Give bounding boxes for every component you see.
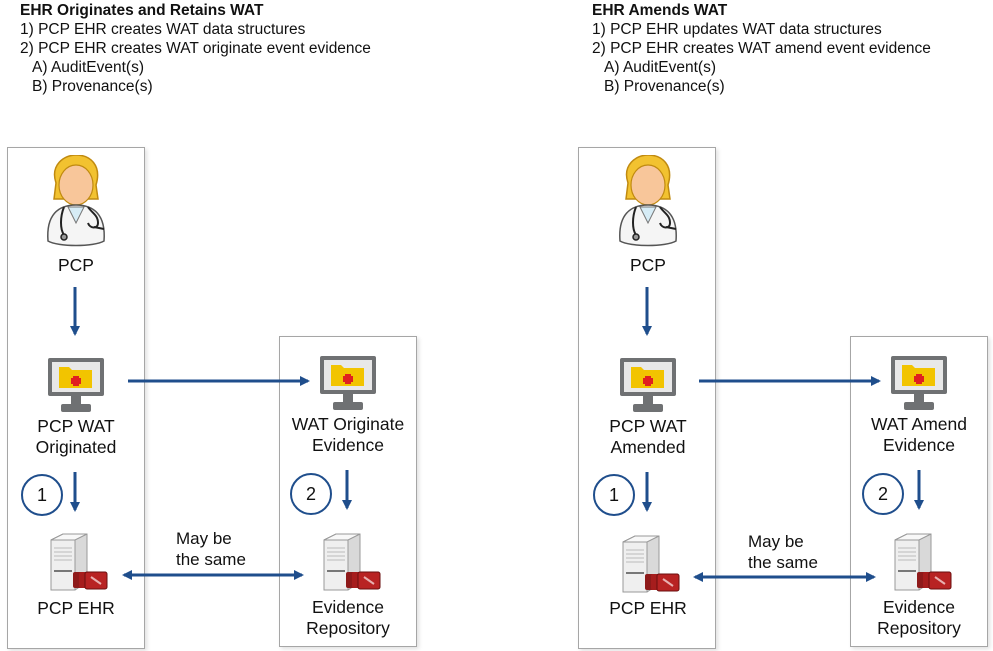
left-step-2: 2) PCP EHR creates WAT originate event e… [20, 40, 371, 57]
server-records-icon [323, 533, 381, 591]
right-repo-label-line1: Evidence [883, 597, 955, 617]
left-wat-label-line1: PCP WAT [37, 416, 115, 436]
right-wat-label: PCP WAT Amended [578, 416, 718, 458]
right-substep-a: A) AuditEvent(s) [604, 59, 716, 76]
left-actor-label: PCP [58, 255, 94, 275]
right-step-2: 2) PCP EHR creates WAT amend event evide… [592, 40, 931, 57]
left-description: EHR Originates and Retains WAT 1) PCP EH… [20, 1, 371, 96]
left-wat-label: PCP WAT Originated [6, 416, 146, 458]
left-same-note: May be the same [176, 528, 246, 570]
left-same-note-line1: May be [176, 529, 232, 548]
left-repo-label-line1: Evidence [312, 597, 384, 617]
right-same-note-line1: May be [748, 532, 804, 551]
left-evidence-label-line1: WAT Originate [291, 414, 405, 434]
monitor-folder-icon [620, 358, 676, 412]
right-evidence-label-line2: Evidence [883, 435, 955, 455]
server-records-icon [622, 535, 680, 593]
server-records-icon [50, 533, 108, 591]
right-wat-label-line1: PCP WAT [609, 416, 687, 436]
server-records-icon [894, 533, 952, 591]
left-evidence-label-line2: Evidence [312, 435, 384, 455]
monitor-folder-icon [320, 356, 376, 410]
right-evidence-label: WAT Amend Evidence [850, 414, 988, 456]
right-same-note-line2: the same [748, 553, 818, 572]
right-repo-label-line2: Repository [877, 618, 961, 638]
right-repo-label: Evidence Repository [850, 597, 988, 639]
monitor-folder-icon [48, 358, 104, 412]
left-substep-b: B) Provenance(s) [32, 78, 153, 95]
left-substep-a: A) AuditEvent(s) [32, 59, 144, 76]
left-repo-label-line2: Repository [306, 618, 390, 638]
left-same-note-line2: the same [176, 550, 246, 569]
right-ehr-label: PCP EHR [609, 598, 687, 618]
monitor-folder-icon [891, 356, 947, 410]
right-step-badge-1: 1 [593, 474, 635, 516]
right-description: EHR Amends WAT 1) PCP EHR updates WAT da… [592, 1, 931, 96]
right-heading: EHR Amends WAT [592, 2, 728, 19]
left-step-badge-2: 2 [290, 473, 332, 515]
left-ehr-label: PCP EHR [37, 598, 115, 618]
left-wat-label-line2: Originated [35, 437, 117, 457]
right-substep-b: B) Provenance(s) [604, 78, 725, 95]
right-step-badge-2: 2 [862, 473, 904, 515]
right-step-1: 1) PCP EHR updates WAT data structures [592, 21, 882, 38]
left-step-badge-1: 1 [21, 474, 63, 516]
doctor-icon [619, 155, 677, 247]
right-evidence-label-line1: WAT Amend [871, 414, 967, 434]
left-evidence-label: WAT Originate Evidence [279, 414, 417, 456]
right-same-note: May be the same [748, 531, 818, 573]
left-heading: EHR Originates and Retains WAT [20, 2, 264, 19]
left-repo-label: Evidence Repository [279, 597, 417, 639]
doctor-icon [47, 155, 105, 247]
left-step-1: 1) PCP EHR creates WAT data structures [20, 21, 306, 38]
right-actor-label: PCP [630, 255, 666, 275]
right-wat-label-line2: Amended [610, 437, 686, 457]
